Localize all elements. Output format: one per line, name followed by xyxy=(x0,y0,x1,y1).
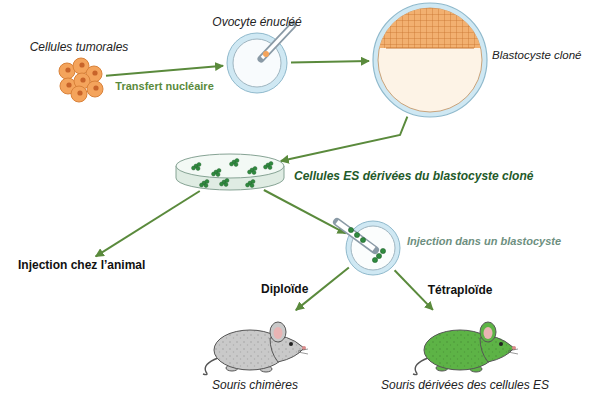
enucleated-oocyte: Ovocyte énucléé xyxy=(226,32,288,94)
dish-drawing xyxy=(174,152,286,192)
node-label: Cellules ES dérivées du blastocyste clon… xyxy=(294,169,533,183)
arrow-connector xyxy=(291,61,369,62)
node-label: Injection chez l’animal xyxy=(18,258,145,272)
arrow-connector xyxy=(281,117,408,161)
node-label: Souris chimères xyxy=(212,378,298,392)
arrow-connector xyxy=(264,190,346,233)
arrow-connector xyxy=(106,66,223,76)
node-label: Cellules tumorales xyxy=(30,40,129,54)
node-label: Ovocyte énucléé xyxy=(212,15,301,29)
cells-drawing xyxy=(55,57,103,99)
inject-drawing xyxy=(345,220,401,276)
edge-label: Transfert nucléaire xyxy=(113,80,215,93)
culture-dish: Cellules ES dérivées du blastocyste clon… xyxy=(174,152,286,192)
edge-label: Tétraploïde xyxy=(426,283,495,297)
arrow-connector xyxy=(96,191,200,256)
text-node: Injection chez l’animal xyxy=(18,258,145,272)
node-label: Souris dérivées des cellules ES xyxy=(381,378,549,392)
node-label: Injection dans un blastocyste xyxy=(407,235,561,248)
cloned-blastocyst: Blastocyste cloné xyxy=(372,2,488,118)
oocyte-drawing xyxy=(226,32,288,94)
edge-label: Diploïde xyxy=(259,282,310,296)
mouse-drawing xyxy=(410,312,520,374)
injected-blastocyst: Injection dans un blastocyste xyxy=(345,220,401,276)
mouse-drawing xyxy=(200,312,310,374)
tumor-cells: Cellules tumorales xyxy=(55,57,103,99)
node-label: Blastocyste cloné xyxy=(492,49,582,63)
chimera-mouse: Souris chimères xyxy=(200,312,310,374)
es-mouse: Souris dérivées des cellules ES xyxy=(410,312,520,374)
blasto-drawing xyxy=(372,2,488,118)
